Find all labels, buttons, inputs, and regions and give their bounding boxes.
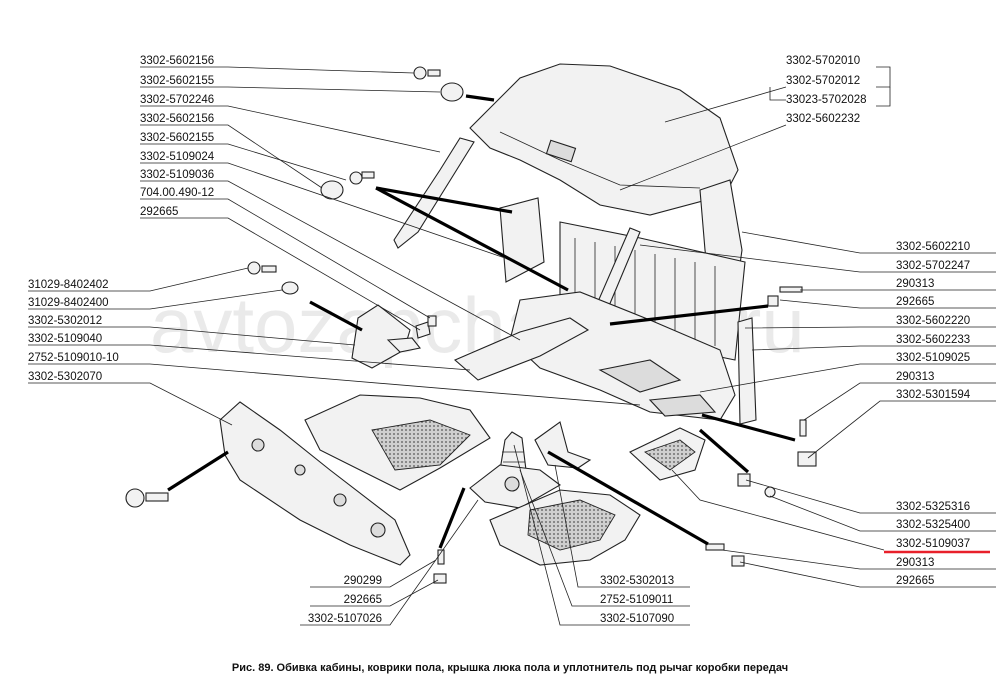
label-right-9: 3302-5301594 — [896, 389, 971, 401]
label-left-10: 31029-8402402 — [28, 279, 109, 291]
gear-lever-boot — [499, 431, 527, 471]
bottom-center-leader-lines — [513, 444, 690, 626]
label-left-8: 704.00.490-12 — [140, 187, 214, 199]
label-right-5: 3302-5602220 — [896, 315, 970, 327]
label-left-3: 3302-5702246 — [140, 94, 214, 106]
right-labels: 3302-5602210 3302-5702247 290313 292665 … — [896, 241, 971, 587]
label-left-1: 3302-5602156 — [140, 55, 214, 67]
label-left-13: 3302-5109040 — [28, 333, 102, 345]
label-left-5: 3302-5602155 — [140, 132, 214, 144]
parts-drawing — [125, 63, 817, 584]
label-right-11: 3302-5325400 — [896, 519, 970, 531]
label-right-1: 3302-5602210 — [896, 241, 970, 253]
label-right-12-highlighted: 3302-5109037 — [896, 538, 970, 550]
label-left-15: 3302-5302070 — [28, 371, 102, 383]
label-right-4: 292665 — [896, 296, 934, 308]
label-right-3: 290313 — [896, 278, 934, 290]
label-left-4: 3302-5602156 — [140, 113, 214, 125]
label-right-8: 290313 — [896, 371, 934, 383]
label-bc-1: 3302-5302013 — [600, 575, 674, 587]
assembly-arrows — [167, 94, 796, 549]
label-right-14: 292665 — [896, 575, 934, 587]
label-right-13: 290313 — [896, 557, 934, 569]
label-left-11: 31029-8402400 — [28, 297, 109, 309]
label-bl-2: 292665 — [344, 594, 382, 606]
figure-caption: Рис. 89. Обивка кабины, коврики пола, кр… — [232, 662, 788, 674]
right-leader-lines — [639, 231, 996, 588]
label-bc-3: 3302-5107090 — [600, 613, 674, 625]
label-tr-4: 3302-5602232 — [786, 113, 860, 125]
left-labels: 3302-5602156 3302-5602155 3302-5702246 3… — [28, 55, 215, 383]
left-leader-lines — [28, 66, 641, 426]
fasteners — [125, 66, 817, 584]
bottom-center-labels: 3302-5302013 2752-5109011 3302-5107090 — [600, 575, 674, 625]
top-right-leader-lines — [619, 66, 891, 191]
label-right-2: 3302-5702247 — [896, 260, 970, 272]
label-right-10: 3302-5325316 — [896, 501, 970, 513]
left-side-floor-panel — [219, 401, 411, 566]
label-bl-3: 3302-5107026 — [308, 613, 382, 625]
label-bc-2: 2752-5109011 — [600, 594, 673, 606]
tunnel-trim — [534, 421, 592, 469]
bottom-left-leader-lines — [300, 499, 479, 626]
upper-rear-trim-panel — [469, 63, 739, 216]
label-left-9: 292665 — [140, 206, 178, 218]
label-right-7: 3302-5109025 — [896, 352, 970, 364]
label-left-2: 3302-5602155 — [140, 75, 214, 87]
label-left-12: 3302-5302012 — [28, 315, 102, 327]
right-small-trim — [737, 317, 757, 425]
top-right-labels: 3302-5702010 3302-5702012 33023-5702028 … — [786, 55, 867, 125]
label-left-6: 3302-5109024 — [140, 151, 215, 163]
left-floor-strip — [453, 317, 590, 381]
bottom-left-labels: 290299 292665 3302-5107026 — [308, 575, 382, 625]
pillar-trim-strip — [393, 137, 475, 249]
label-left-7: 3302-5109036 — [140, 169, 214, 181]
label-tr-1: 3302-5702010 — [786, 55, 860, 67]
label-right-6: 3302-5602233 — [896, 334, 970, 346]
label-tr-3: 33023-5702028 — [786, 94, 867, 106]
label-left-14: 2752-5109010-10 — [28, 352, 119, 364]
label-tr-2: 3302-5702012 — [786, 75, 860, 87]
label-bl-1: 290299 — [344, 575, 382, 587]
